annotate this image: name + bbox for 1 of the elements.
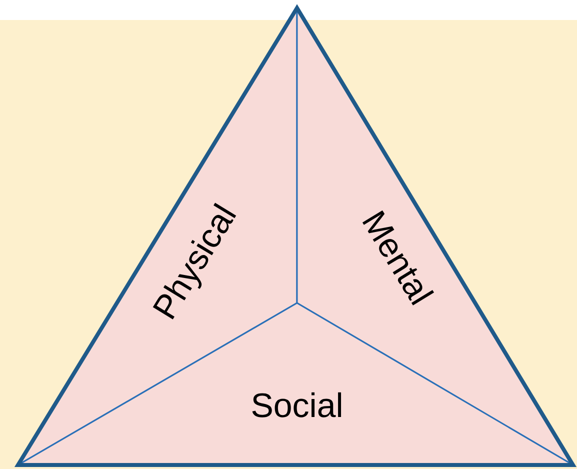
section-label: Social: [250, 389, 344, 423]
